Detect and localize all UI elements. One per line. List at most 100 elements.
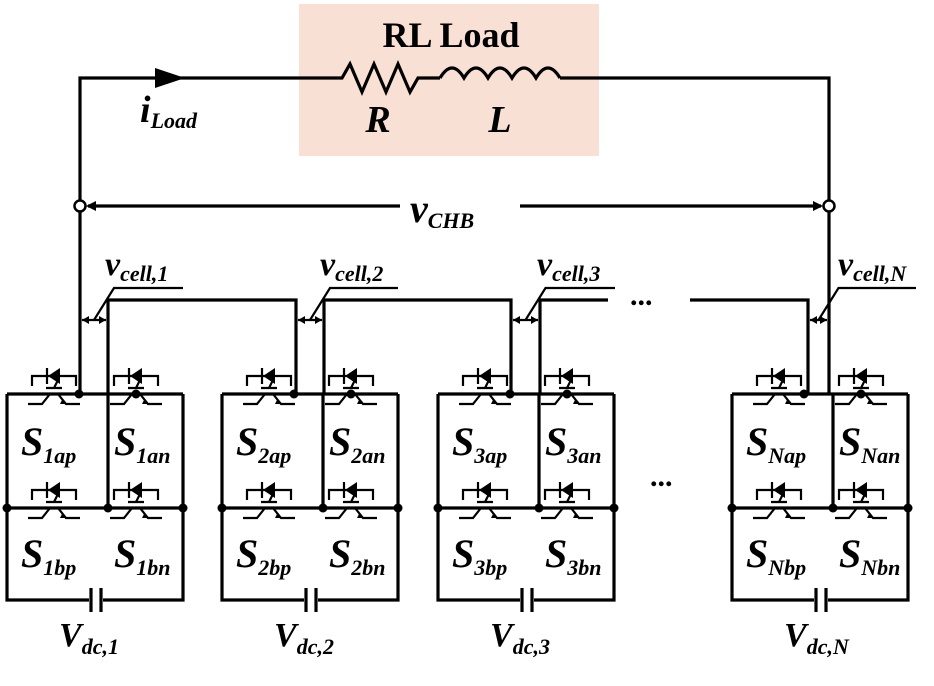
switch-label: S1bn: [114, 531, 171, 580]
cell-right-rail: [828, 394, 910, 602]
switch-label: S3bn: [545, 531, 602, 580]
igbt-switch: [459, 482, 511, 520]
switch-label: S1bp: [21, 531, 76, 580]
current-label: iLoad: [140, 89, 198, 133]
igbt-switch: [243, 368, 295, 406]
igbt-switch: [28, 368, 80, 406]
load-wire-right: [560, 76, 831, 202]
junction-dot: [289, 389, 299, 399]
junction-dot: [217, 503, 227, 513]
switch-label: S2an: [329, 419, 386, 468]
igbt-switch: [110, 368, 162, 406]
switch-label: SNbp: [746, 531, 806, 580]
cell-voltage-leader: [93, 286, 183, 321]
inductor-label: L: [487, 99, 511, 141]
junction-dot: [2, 503, 12, 513]
cell-right-rail: [318, 394, 400, 602]
dc-capacitor: [89, 588, 103, 612]
junction-dot: [103, 503, 113, 513]
igbt-switch: [110, 482, 162, 520]
switch-label: S3an: [545, 419, 602, 468]
dc-voltage-label: Vdc,1: [59, 617, 119, 659]
cell-voltage-label: vcell,N: [838, 246, 907, 286]
load-box: [299, 4, 599, 156]
junction-dot: [609, 503, 619, 513]
cell-right-rail: [103, 394, 185, 602]
cell-voltage-leader: [524, 286, 615, 321]
cell-voltage-arrowheads: [82, 316, 106, 324]
cell-voltage-annotation-1: vcell,1: [82, 246, 183, 324]
junction-dot: [727, 503, 737, 513]
switch-label: S1an: [114, 419, 171, 468]
cell-voltage-arrowheads: [810, 316, 827, 324]
switch-label: SNbn: [839, 531, 900, 580]
igbt-switch: [835, 368, 887, 406]
igbt-switch: [325, 482, 377, 520]
cell-left-rail: [5, 394, 89, 602]
igbt-switch: [325, 368, 377, 406]
link-1-2: [106, 298, 298, 394]
ellipsis-middle: ...: [650, 460, 673, 493]
dc-capacitor: [520, 588, 534, 612]
resistor-label: R: [364, 99, 390, 141]
switch-label: S2ap: [236, 419, 291, 468]
switch-label: S2bp: [236, 531, 291, 580]
cell-voltage-arrowheads: [298, 316, 322, 324]
switch-label: S2bn: [329, 531, 386, 580]
cell-voltage-annotation-3: vcell,3: [513, 246, 615, 324]
junction-dot: [318, 503, 328, 513]
junction-dot: [828, 503, 838, 513]
cell-left-rail: [436, 394, 520, 602]
switch-label: S3ap: [452, 419, 507, 468]
cell-left-rail: [220, 394, 304, 602]
cell-left-rail: [730, 394, 814, 602]
cell-voltage-leader: [817, 286, 916, 321]
dc-voltage-label: Vdc,2: [274, 617, 334, 659]
junction-dot: [903, 503, 913, 513]
igbt-switch: [753, 482, 805, 520]
junction-dot: [856, 389, 866, 399]
inductor-symbol: [438, 66, 562, 82]
junction-dot: [178, 503, 188, 513]
link-dots-N: [690, 298, 810, 394]
igbt-switch: [835, 482, 887, 520]
junction-dot: [433, 503, 443, 513]
cell-voltage-leader: [309, 286, 398, 321]
load-title: RL Load: [382, 15, 519, 55]
igbt-switch: [753, 368, 805, 406]
junction-dot: [534, 503, 544, 513]
igbt-switch: [28, 482, 80, 520]
cell-voltage-annotation-2: vcell,2: [298, 246, 398, 324]
cell-voltage-annotation-4: vcell,N: [810, 246, 916, 324]
junction-dot: [74, 389, 84, 399]
cell-right-rail: [534, 394, 616, 602]
dc-voltage-label: Vdc,3: [490, 617, 550, 659]
cell-voltage-label: vcell,1: [105, 246, 168, 286]
junction-dot: [346, 389, 356, 399]
igbt-switch: [459, 368, 511, 406]
ellipsis-top: ...: [630, 279, 653, 312]
terminal-left: [73, 199, 87, 213]
junction-dot: [799, 389, 809, 399]
switch-label: S3bp: [452, 531, 507, 580]
vchb-label: vCHB: [410, 186, 474, 233]
resistor-symbol: [330, 59, 440, 97]
link-3-dots: [538, 298, 608, 394]
current-arrow: [155, 68, 185, 88]
cell-voltage-label: vcell,3: [537, 246, 600, 286]
igbt-switch: [243, 482, 295, 520]
junction-dot: [562, 389, 572, 399]
cell-voltage-label: vcell,2: [320, 246, 383, 286]
junction-dot: [505, 389, 515, 399]
junction-dot: [393, 503, 403, 513]
switch-label: S1ap: [21, 419, 76, 468]
junction-dot: [131, 389, 141, 399]
dc-capacitor: [814, 588, 828, 612]
switch-label: SNan: [839, 419, 900, 468]
